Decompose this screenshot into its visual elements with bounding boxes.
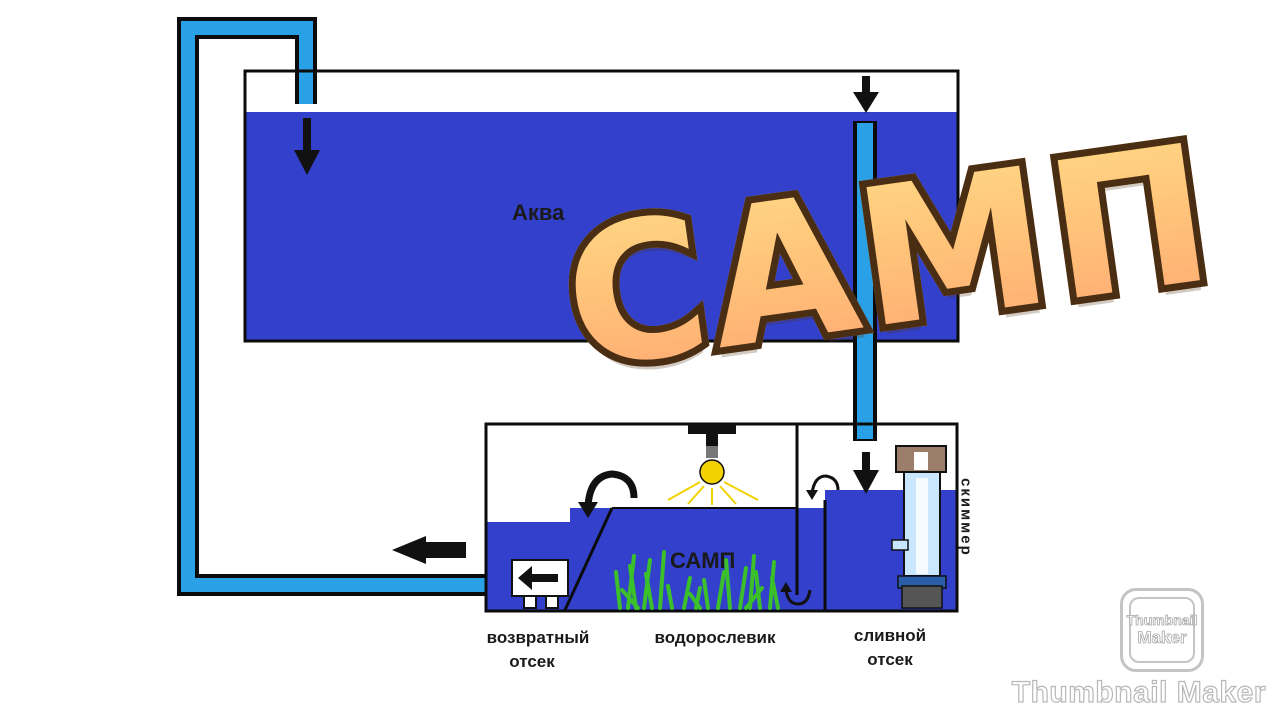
watermark-logo: Thumbnail Maker bbox=[1120, 588, 1204, 672]
algae-plants bbox=[614, 550, 780, 610]
arrow-down-icon bbox=[294, 118, 320, 175]
sump-label: САМП bbox=[670, 548, 735, 573]
drain-pipe bbox=[853, 121, 877, 441]
sump bbox=[484, 422, 959, 613]
skimmer bbox=[891, 445, 947, 609]
curved-arrow-icon bbox=[806, 474, 840, 500]
return-pump bbox=[511, 559, 569, 609]
curved-arrow-icon bbox=[578, 470, 638, 518]
return-pipe bbox=[177, 17, 485, 596]
drain-section-label: отсек bbox=[867, 650, 913, 669]
drain-section-label: сливной bbox=[854, 626, 926, 645]
u-turn-arrow-icon bbox=[780, 582, 812, 606]
return-section-label: отсек bbox=[509, 652, 555, 671]
watermark-logo-line1: Thumbnail bbox=[1126, 612, 1198, 629]
arrow-down-icon bbox=[853, 452, 879, 494]
watermark-text: Thumbnail Maker bbox=[1011, 675, 1266, 709]
aquarium-label: Аква bbox=[512, 200, 565, 225]
arrow-left-icon bbox=[392, 536, 466, 564]
arrow-down-icon bbox=[853, 76, 879, 113]
watermark-logo-line2: Maker bbox=[1137, 628, 1187, 648]
lamp-icon bbox=[667, 424, 759, 505]
return-section-label: возвратный bbox=[487, 628, 590, 647]
refugium-label: водорослевик bbox=[654, 628, 775, 647]
aquarium: Аква bbox=[243, 69, 960, 343]
skimmer-label: скиммер bbox=[958, 478, 975, 557]
